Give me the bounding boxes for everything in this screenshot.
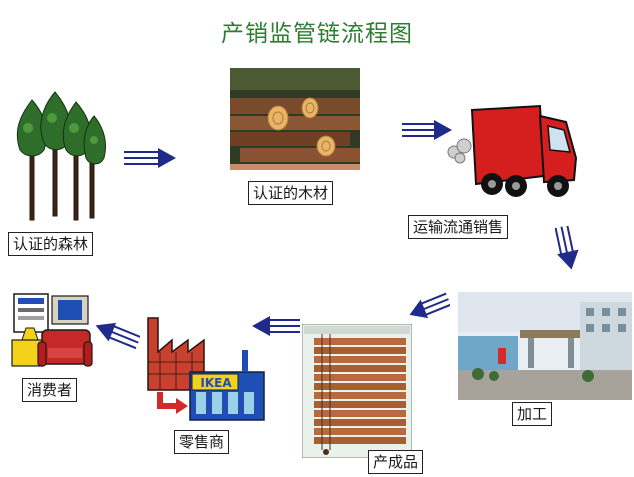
trees-icon [8, 88, 114, 228]
factory-photo [458, 292, 632, 400]
diagram-title: 产销监管链流程图 [0, 14, 634, 48]
step-label-processing: 加工 [512, 402, 552, 426]
step-label-transport: 运输流通销售 [408, 215, 508, 239]
step-label-product: 产成品 [368, 450, 423, 474]
logs-photo [230, 68, 360, 170]
step-label-retailer: 零售商 [174, 430, 229, 454]
step-label-forest: 认证的森林 [8, 232, 93, 256]
arrow-left-icon [408, 292, 450, 322]
arrow-right-icon [124, 148, 176, 168]
living-room-icon [8, 290, 94, 374]
arrow-down-icon [555, 226, 579, 270]
step-label-timber: 认证的木材 [248, 181, 333, 205]
arrow-left-icon [94, 318, 140, 350]
step-label-consumer: 消费者 [22, 378, 77, 402]
truck-icon [440, 100, 580, 204]
blinds-photo [302, 324, 412, 458]
store-icon [142, 312, 270, 428]
ikea-sign: IKEA [194, 375, 238, 391]
